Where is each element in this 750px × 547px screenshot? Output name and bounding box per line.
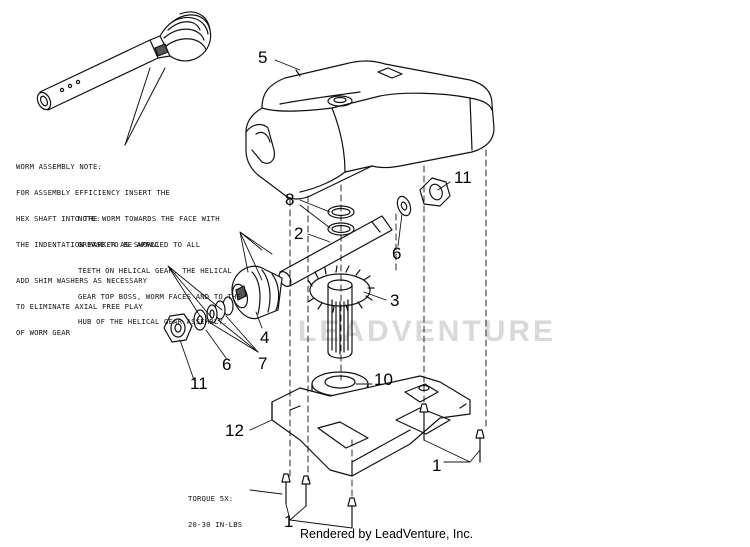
callout-11-left: 11 — [190, 374, 208, 393]
nut-11-top — [419, 177, 451, 207]
callout-12: 12 — [225, 421, 244, 440]
leader-lines — [167, 59, 481, 529]
note-line: OF WORM GEAR — [16, 327, 71, 337]
callout-7: 7 — [258, 354, 268, 373]
worm-gear-4 — [231, 265, 283, 320]
callout-3: 3 — [390, 291, 400, 310]
washer-6-right — [396, 195, 412, 217]
note-line: HEX SHAFT INTO THE WORM TOWARDS THE FACE… — [16, 213, 220, 223]
callout-11-top: 11 — [454, 168, 472, 187]
note-line: WORM ASSEMBLY NOTE: — [16, 162, 103, 172]
torque-note: TORQUE 5X: 20-30 IN-LBS — [188, 478, 242, 547]
callout-10: 10 — [374, 370, 393, 389]
note-line: TORQUE 5X: — [188, 494, 234, 504]
gear-case-cover — [245, 60, 495, 200]
callout-5: 5 — [258, 48, 268, 67]
callout-8: 8 — [285, 190, 295, 209]
note-line: THE INDENTATION MARKER AS SHOWN. — [16, 239, 161, 249]
note-line: TO ELIMINATE AXIAL FREE PLAY — [16, 301, 143, 311]
callout-1-bottom: 1 — [284, 512, 294, 531]
note-line: FOR ASSEMBLY EFFICIENCY INSERT THE — [16, 187, 170, 197]
note-line: ADD SHIM WASHERS AS NECESSARY — [16, 276, 148, 286]
note-line: GREASE TO BE APPLIED TO ALL — [78, 239, 201, 249]
note-line: HUB OF THE HELICAL GEAR ASSEMBLY. — [78, 317, 228, 327]
worm-shaft-detail — [36, 11, 212, 111]
note-line: 20-30 IN-LBS — [188, 519, 243, 529]
base-plate-12 — [271, 375, 471, 477]
shim-note: ADD SHIM WASHERS AS NECESSARY TO ELIMINA… — [16, 260, 147, 355]
note-line: TEETH ON HELICAL GEAR, THE HELICAL — [78, 265, 232, 275]
callout-6-right: 6 — [392, 244, 402, 263]
callout-6-left: 6 — [222, 355, 232, 374]
callout-1-right: 1 — [432, 456, 442, 475]
helical-gear-3 — [307, 265, 375, 359]
note-line: NOTE: — [78, 214, 101, 224]
footer-credit: Rendered by LeadVenture, Inc. — [300, 527, 474, 541]
alignment-lines — [289, 149, 487, 501]
callout-4: 4 — [260, 328, 270, 347]
grease-note: NOTE: GREASE TO BE APPLIED TO ALL TEETH … — [78, 198, 241, 344]
screws-1 — [281, 403, 485, 529]
shim-washers-7 — [206, 296, 234, 324]
note-line: GEAR TOP BOSS, WORM FACES AND TO THE — [78, 291, 241, 301]
nut-11-left — [163, 313, 193, 343]
washer-6-left — [193, 309, 207, 331]
worm-assembly-note: WORM ASSEMBLY NOTE: FOR ASSEMBLY EFFICIE… — [16, 146, 220, 266]
callout-2: 2 — [294, 224, 304, 243]
